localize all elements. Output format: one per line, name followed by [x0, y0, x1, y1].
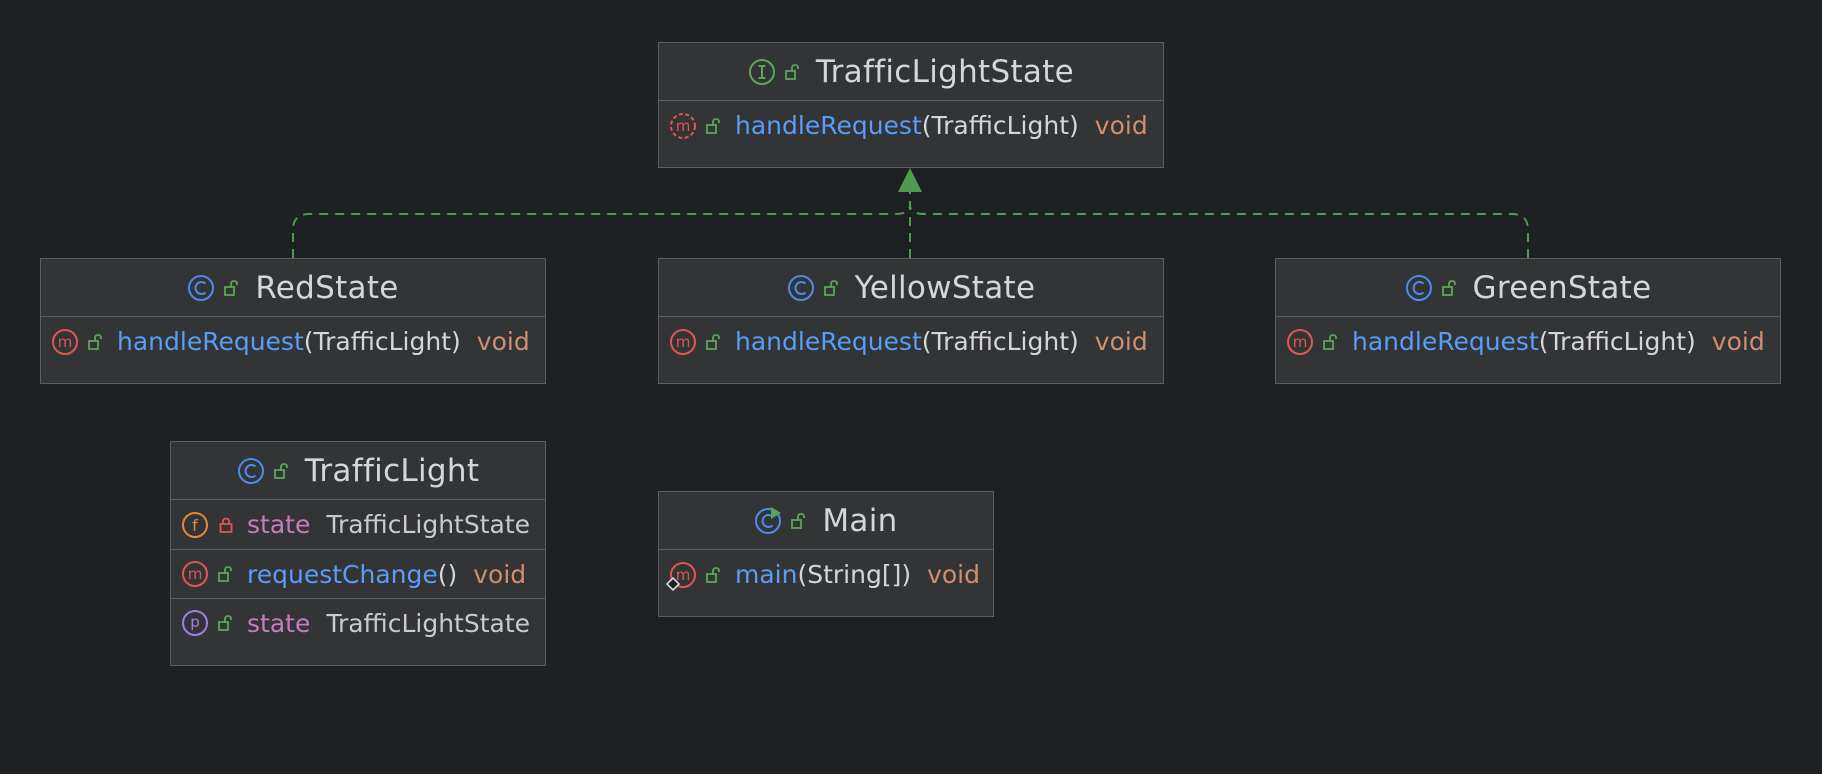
abstract-method-icon: m: [670, 112, 696, 139]
svg-text:m: m: [676, 333, 691, 351]
public-icon: [706, 566, 720, 583]
class-header: YellowState: [659, 259, 1163, 317]
method-name: handleRequest: [735, 111, 922, 140]
class-name: TrafficLightState: [815, 53, 1075, 90]
public-icon: [706, 117, 720, 134]
class-yellow-state[interactable]: YellowState m handleRequest(TrafficLight…: [658, 258, 1164, 384]
member-property[interactable]: p state TrafficLightState: [171, 598, 545, 647]
member-method[interactable]: m handleRequest(TrafficLight) void: [659, 317, 1163, 366]
class-header: GreenState: [1276, 259, 1780, 317]
return-type: void: [476, 327, 530, 356]
method-name: handleRequest: [735, 327, 922, 356]
class-header: TrafficLight: [171, 442, 545, 500]
public-icon: [791, 512, 806, 529]
class-icon: [787, 274, 814, 301]
svg-text:f: f: [192, 516, 198, 535]
svg-text:m: m: [1293, 333, 1308, 351]
public-icon: [218, 615, 232, 631]
class-name: Main: [822, 502, 898, 539]
class-red-state[interactable]: RedState m handleRequest(TrafficLight) v…: [40, 258, 546, 384]
public-icon: [706, 333, 720, 350]
class-name: TrafficLight: [304, 452, 480, 489]
public-icon: [1441, 279, 1456, 296]
class-name: GreenState: [1472, 269, 1652, 306]
return-type: void: [1711, 327, 1765, 356]
method-icon: m: [182, 561, 208, 587]
edge-greenstate-implements: [909, 204, 1529, 258]
class-icon: [188, 274, 215, 301]
method-name: handleRequest: [117, 327, 304, 356]
class-name: YellowState: [854, 269, 1036, 306]
method-params: (TrafficLight): [921, 327, 1079, 356]
class-header: TrafficLightState: [659, 43, 1163, 101]
class-icon: [1405, 274, 1432, 301]
svg-text:p: p: [190, 613, 200, 631]
public-icon: [1323, 333, 1337, 350]
edge-redstate-implements: [292, 204, 911, 258]
method-icon: m: [52, 328, 78, 355]
public-icon: [88, 333, 102, 350]
class-green-state[interactable]: GreenState m handleRequest(TrafficLight)…: [1275, 258, 1781, 384]
method-params: (): [437, 559, 458, 589]
class-icon: [237, 457, 264, 484]
member-method[interactable]: m handleRequest(TrafficLight) void: [1276, 317, 1780, 366]
public-icon: [218, 566, 232, 582]
field-name: state: [247, 510, 311, 539]
svg-text:m: m: [676, 566, 691, 584]
member-method[interactable]: m handleRequest(TrafficLight) void: [41, 317, 545, 366]
method-name: requestChange: [247, 559, 438, 589]
member-field[interactable]: f state TrafficLightState: [171, 500, 545, 549]
static-marker-icon: [666, 577, 680, 591]
static-method-icon: m: [670, 561, 696, 588]
member-method[interactable]: m handleRequest(TrafficLight) void: [659, 101, 1163, 150]
return-type: void: [473, 559, 527, 589]
public-icon: [224, 279, 239, 296]
class-traffic-light[interactable]: TrafficLight f state TrafficLightState m…: [170, 441, 546, 666]
property-type: TrafficLightState: [326, 608, 531, 638]
class-header: RedState: [41, 259, 545, 317]
method-params: (String[]): [797, 560, 912, 589]
method-icon: m: [670, 328, 696, 355]
return-type: void: [927, 560, 980, 589]
svg-text:m: m: [188, 565, 203, 583]
svg-text:m: m: [676, 117, 691, 135]
runnable-class-icon: [755, 506, 782, 534]
method-params: (TrafficLight): [303, 327, 461, 356]
interface-traffic-light-state[interactable]: TrafficLightState m handleRequest(Traffi…: [658, 42, 1164, 168]
field-type: TrafficLightState: [326, 510, 531, 539]
method-name: main: [735, 560, 798, 589]
method-icon: m: [1287, 328, 1313, 355]
class-header: Main: [659, 492, 993, 550]
implements-arrowhead: [898, 168, 922, 192]
member-method[interactable]: m requestChange() void: [171, 549, 545, 598]
public-icon: [785, 63, 799, 80]
method-name: handleRequest: [1352, 327, 1539, 356]
class-main[interactable]: Main m main(String[]) void: [658, 491, 994, 617]
private-lock-icon: [219, 517, 233, 533]
method-params: (TrafficLight): [921, 111, 1079, 140]
public-icon: [273, 462, 288, 479]
interface-icon: [748, 58, 775, 85]
svg-text:m: m: [58, 333, 73, 351]
method-params: (TrafficLight): [1538, 327, 1696, 356]
return-type: void: [1094, 327, 1148, 356]
field-icon: f: [182, 511, 208, 538]
class-name: RedState: [255, 269, 399, 306]
public-icon: [823, 279, 838, 296]
member-method[interactable]: m main(String[]) void: [659, 550, 993, 599]
return-type: void: [1094, 111, 1148, 140]
property-name: state: [247, 608, 311, 638]
property-icon: p: [182, 610, 208, 636]
